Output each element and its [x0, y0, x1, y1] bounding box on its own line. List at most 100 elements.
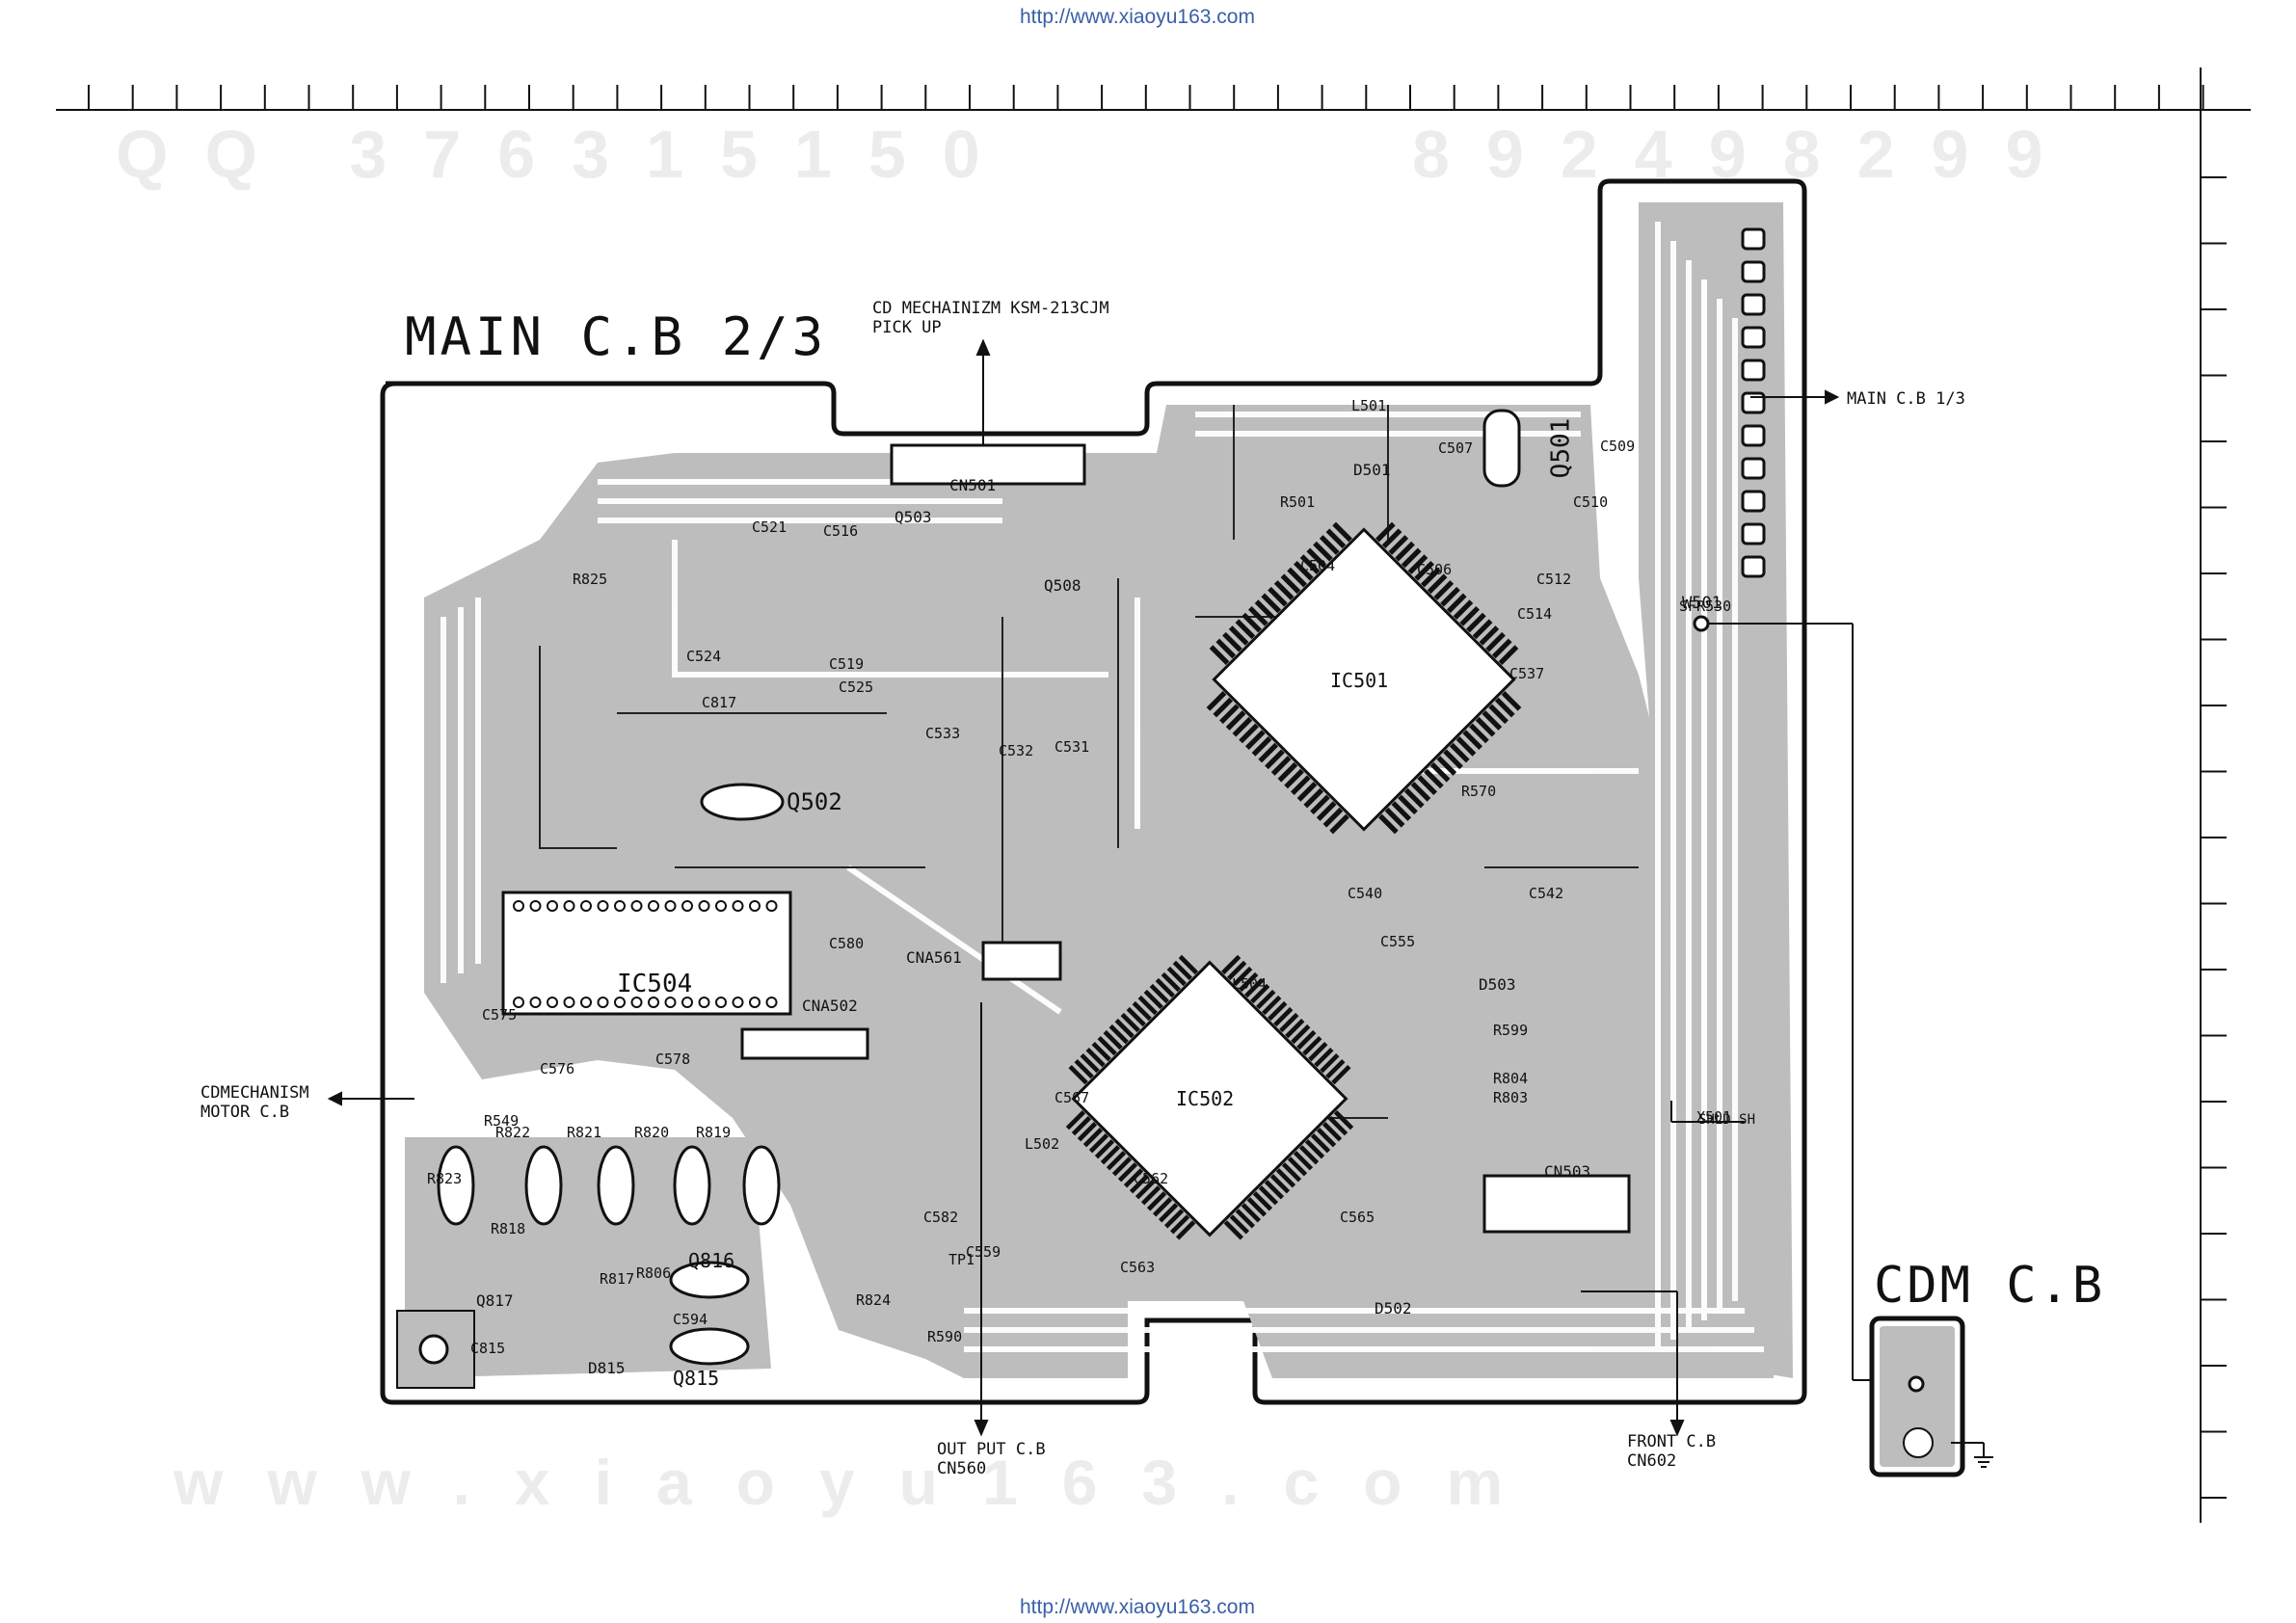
component-label: C521 [752, 519, 788, 536]
transistor-outlines [437, 409, 1521, 1366]
traces [539, 405, 1639, 1119]
w501-pad [1693, 615, 1710, 632]
component-label: R549 [484, 1112, 520, 1130]
q817-label: Q817 [476, 1291, 514, 1310]
component-label: C580 [829, 935, 865, 952]
q502-label: Q502 [787, 788, 842, 815]
component-label: C578 [655, 1051, 691, 1068]
ic504-package [501, 891, 792, 1016]
cn503-label: CN503 [1544, 1162, 1591, 1181]
component-label: C537 [1509, 665, 1545, 682]
component-label: C562 [1134, 1170, 1169, 1187]
component-label: R820 [634, 1124, 670, 1141]
component-label: R803 [1493, 1089, 1529, 1106]
callout-w501: W501 [1682, 594, 1722, 613]
cna561-connector [981, 941, 1062, 981]
component-label: L502 [1025, 1135, 1060, 1153]
component-label: C542 [1529, 885, 1564, 902]
component-label: R817 [600, 1270, 635, 1288]
component-label: C815 [470, 1340, 506, 1357]
component-label: R501 [1280, 493, 1316, 511]
component-label: C510 [1573, 493, 1609, 511]
component-label: R819 [696, 1124, 732, 1141]
d501-label: D501 [1353, 461, 1391, 479]
cn501-label: CN501 [949, 476, 997, 494]
component-label: C524 [686, 648, 722, 665]
cdm-board-outline [1869, 1316, 1993, 1477]
callout-arrows [327, 338, 1903, 1437]
component-label: C567 [1055, 1089, 1090, 1106]
q508-label: Q508 [1044, 576, 1081, 595]
d502-label: D502 [1375, 1299, 1412, 1317]
component-label: C532 [999, 742, 1034, 759]
d815-label: D815 [588, 1359, 626, 1377]
mounting-hole [396, 1310, 475, 1389]
callout-main-cb: MAIN C.B 1/3 [1847, 389, 1965, 409]
component-label: C504 [1300, 557, 1336, 574]
component-label: L501 [1351, 397, 1387, 414]
ruler-right [2200, 67, 2227, 1523]
component-label: R824 [856, 1291, 892, 1309]
component-label: R590 [927, 1328, 963, 1345]
component-label: C516 [823, 522, 859, 540]
board-title: MAIN C.B 2/3 [405, 306, 828, 367]
component-label: R818 [491, 1220, 526, 1237]
component-label: L504 [1232, 975, 1268, 993]
callout-motor: CDMECHANISM MOTOR C.B [200, 1083, 309, 1122]
trace-lanes [441, 222, 1764, 1352]
q503-label: Q503 [894, 508, 932, 526]
component-label: R823 [427, 1170, 463, 1187]
d503-label: D503 [1479, 975, 1516, 994]
callout-shld: SHLD SH [1698, 1112, 1756, 1128]
ic502-label: IC502 [1176, 1087, 1235, 1110]
component-label: R825 [573, 571, 608, 588]
component-label: C594 [673, 1311, 708, 1328]
component-label: C512 [1536, 571, 1572, 588]
component-label: C817 [702, 694, 737, 711]
component-label: C514 [1517, 605, 1553, 623]
callout-pickup: CD MECHAINIZM KSM-213CJM PICK UP [872, 299, 1109, 337]
cdm-title: CDM C.B [1874, 1257, 2106, 1315]
q501-label: Q501 [1546, 417, 1576, 479]
component-label: C559 [966, 1243, 1001, 1261]
q816-label: Q816 [688, 1249, 735, 1272]
component-label: C576 [540, 1060, 575, 1078]
q815-label: Q815 [673, 1367, 720, 1390]
component-label: X501 [1696, 1108, 1732, 1126]
edge-pads [1741, 227, 1766, 578]
callout-output: OUT PUT C.B CN560 [937, 1440, 1046, 1478]
component-label: C533 [925, 725, 961, 742]
component-label: R822 [495, 1124, 531, 1141]
cna502-connector [740, 1027, 869, 1060]
cna502-label: CNA502 [802, 997, 858, 1015]
ruler-top [56, 85, 2251, 111]
component-label: R821 [567, 1124, 602, 1141]
cn501-connector [890, 443, 1086, 486]
cn503-connector [1482, 1174, 1631, 1234]
component-label: C519 [829, 655, 865, 673]
ic504-label: IC504 [617, 970, 693, 998]
component-label: C565 [1340, 1209, 1375, 1226]
component-label: TP1 [948, 1251, 975, 1268]
component-label: C506 [1417, 561, 1453, 578]
component-label: C509 [1600, 438, 1636, 455]
watermark-site: www.xiaoyu163.com [174, 1447, 1548, 1518]
component-label: C525 [839, 678, 874, 696]
component-label: SFR530 [1679, 598, 1732, 615]
component-label: C531 [1055, 738, 1090, 756]
callout-front: FRONT C.B CN602 [1627, 1432, 1717, 1471]
component-label: C555 [1380, 933, 1416, 950]
component-label: R570 [1461, 783, 1497, 800]
bottom-url[interactable]: http://www.xiaoyu163.com [1020, 1596, 1255, 1618]
component-label: C575 [482, 1006, 518, 1024]
ic502-package [1065, 954, 1354, 1240]
component-label: R804 [1493, 1070, 1529, 1087]
ic501-package [1206, 521, 1522, 835]
component-label: C540 [1348, 885, 1383, 902]
cna561-label: CNA561 [906, 948, 962, 967]
component-label: C563 [1120, 1259, 1156, 1276]
component-label: C507 [1438, 439, 1474, 457]
top-url[interactable]: http://www.xiaoyu163.com [1020, 6, 1255, 28]
component-label: R599 [1493, 1022, 1529, 1039]
